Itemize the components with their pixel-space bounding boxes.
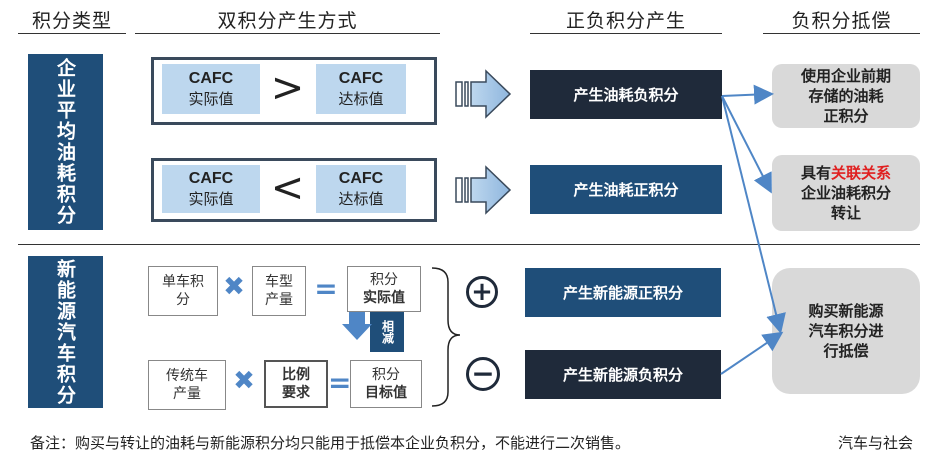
offset-stored-fuel-credit: 使用企业前期 存储的油耗 正积分 [772,64,920,128]
nev-per-vehicle-credit-line1: 单车积 [162,274,204,290]
down-arrow-icon [342,312,372,340]
offset-buy-nev-credit: 购买新能源 汽车积分进 行抵偿 [772,268,920,394]
equals-sign-1: = [314,272,338,305]
section-cafc-label: 企业平均油耗积分 [28,54,103,230]
header-negative-offset: 负积分抵偿 [791,10,892,32]
offset-buy-line1: 购买新能源 [808,302,884,320]
plus-sign: + [471,277,493,307]
nev-credit-target-line1: 积分 [372,367,400,383]
cafc-target-box-1: CAFC 达标值 [316,64,406,114]
offset-affiliated-prefix: 具有 [800,164,831,182]
nev-model-output-line2: 产量 [265,292,293,308]
connector-to-stored [721,84,774,105]
cafc-target-label-2: 达标值 [338,190,384,208]
section-nev-label: 新能源汽车积分 [28,256,103,408]
nev-model-output-box: 车型 产量 [252,266,306,316]
traditional-vehicle-output-line2: 产量 [173,386,201,402]
cafc-actual-label-1: 实际值 [188,90,234,108]
connector-to-affiliated [721,95,772,194]
section-divider [18,244,920,245]
result-fuel-negative: 产生油耗负积分 [530,70,722,119]
cafc-actual-box-2: CAFC 实际值 [162,165,260,213]
nev-credit-target-box: 积分 目标值 [350,360,422,408]
traditional-vehicle-output-line1: 传统车 [166,368,208,384]
less-than-operator: < [270,165,305,211]
connector-to-buy [721,95,786,334]
offset-affiliated-line1: 具有关联关系 [801,163,891,183]
footer-source: 汽车与社会 [838,434,914,452]
cafc-target-title-2: CAFC [338,170,384,187]
cafc-actual-label-2: 实际值 [188,190,234,208]
offset-stored-line3: 正积分 [823,107,869,125]
cafc-actual-box-1: CAFC 实际值 [162,64,260,114]
offset-affiliated-line2: 企业油耗积分 [800,184,891,202]
header-pos-neg-generation: 正负积分产生 [565,10,686,32]
nev-credit-target-line2: 目标值 [365,385,407,401]
offset-label: 相减 [380,320,395,344]
offset-buy-line2: 汽车积分进 [808,322,884,340]
result-nev-positive: 产生新能源正积分 [525,268,721,317]
cafc-actual-title-2: CAFC [188,170,234,187]
multiply-icon-1: ✖ [223,272,245,302]
result-fuel-positive: 产生油耗正积分 [530,165,722,214]
ratio-requirement-box: 比例 要求 [264,360,328,408]
cafc-actual-title-1: CAFC [188,70,234,87]
multiply-icon-2: ✖ [233,366,255,396]
cafc-target-label-1: 达标值 [338,90,384,108]
nev-per-vehicle-credit-box: 单车积 分 [148,266,218,316]
header-generation-method: 双积分产生方式 [217,10,358,32]
block-arrow-1 [455,69,512,119]
traditional-vehicle-output-box: 传统车 产量 [148,360,226,410]
cafc-target-box-2: CAFC 达标值 [316,165,406,213]
connector-nev-to-buy [720,331,784,375]
nev-credit-actual-line1: 积分 [370,272,398,288]
nev-model-output-line1: 车型 [265,274,293,290]
offset-label-box: 相减 [370,312,404,352]
minus-sign: − [471,357,495,390]
nev-credit-actual-line2: 实际值 [363,290,405,306]
header-underline-1 [18,33,126,34]
ratio-requirement-line2: 要求 [282,385,310,401]
header-underline-2 [135,33,440,34]
offset-affiliated-highlight: 关联关系 [831,164,892,182]
offset-affiliated-transfer: 具有关联关系 企业油耗积分 转让 [772,155,920,231]
offset-buy-line3: 行抵偿 [823,342,869,360]
nev-per-vehicle-credit-line2: 分 [176,292,190,308]
minus-circle-icon: − [466,357,500,391]
offset-affiliated-line3: 转让 [830,204,861,222]
offset-stored-line2: 存储的油耗 [808,87,884,105]
header-credit-type: 积分类型 [31,10,112,32]
equals-sign-2: = [328,366,352,399]
ratio-requirement-line1: 比例 [282,367,310,383]
block-arrow-2 [455,165,512,215]
header-underline-4 [763,33,920,34]
footer-note: 备注：购买与转让的油耗与新能源积分均只能用于抵偿本企业负积分，不能进行二次销售。 [30,434,631,452]
result-nev-negative: 产生新能源负积分 [525,350,721,399]
greater-than-operator: > [270,65,305,111]
nev-credit-actual-box: 积分 实际值 [347,266,421,312]
bracket-brace [431,267,461,407]
offset-stored-line1: 使用企业前期 [800,67,891,85]
header-underline-3 [530,33,722,34]
plus-circle-icon: + [466,276,498,308]
cafc-target-title-1: CAFC [338,70,384,87]
